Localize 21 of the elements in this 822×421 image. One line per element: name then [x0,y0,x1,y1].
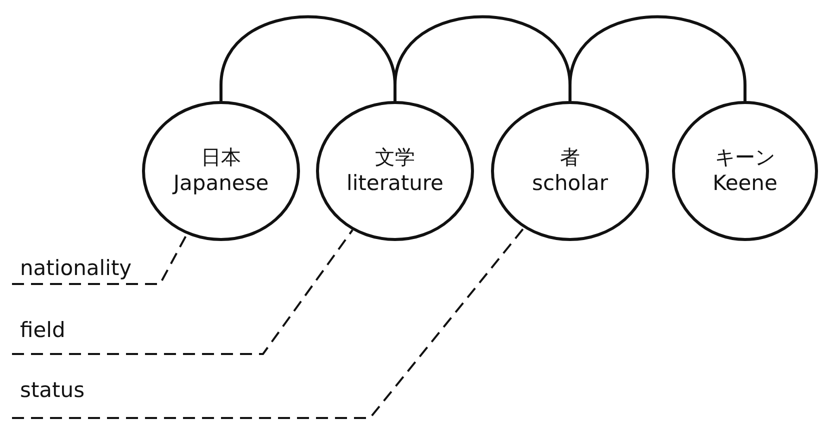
connecting-arc [394,15,572,101]
category-label: field [20,318,66,344]
word-circle [491,101,649,241]
japanese-word: 日本 [201,145,241,170]
word-circle [672,101,818,241]
english-gloss: Japanese [173,170,269,197]
english-gloss: literature [346,170,444,197]
japanese-word: 文学 [375,145,415,170]
english-gloss: scholar [532,170,608,197]
connecting-arc [220,15,396,101]
leader-line [12,227,525,419]
category-label: nationality [20,256,132,282]
japanese-word: 者 [560,145,580,170]
leader-line [12,234,188,285]
japanese-word: キーン [715,145,775,170]
word-circle [316,101,474,241]
english-gloss: Keene [712,170,778,197]
connecting-arc [568,15,746,101]
word-circle [142,101,300,241]
leader-line [12,229,354,355]
category-label: status [20,378,85,404]
